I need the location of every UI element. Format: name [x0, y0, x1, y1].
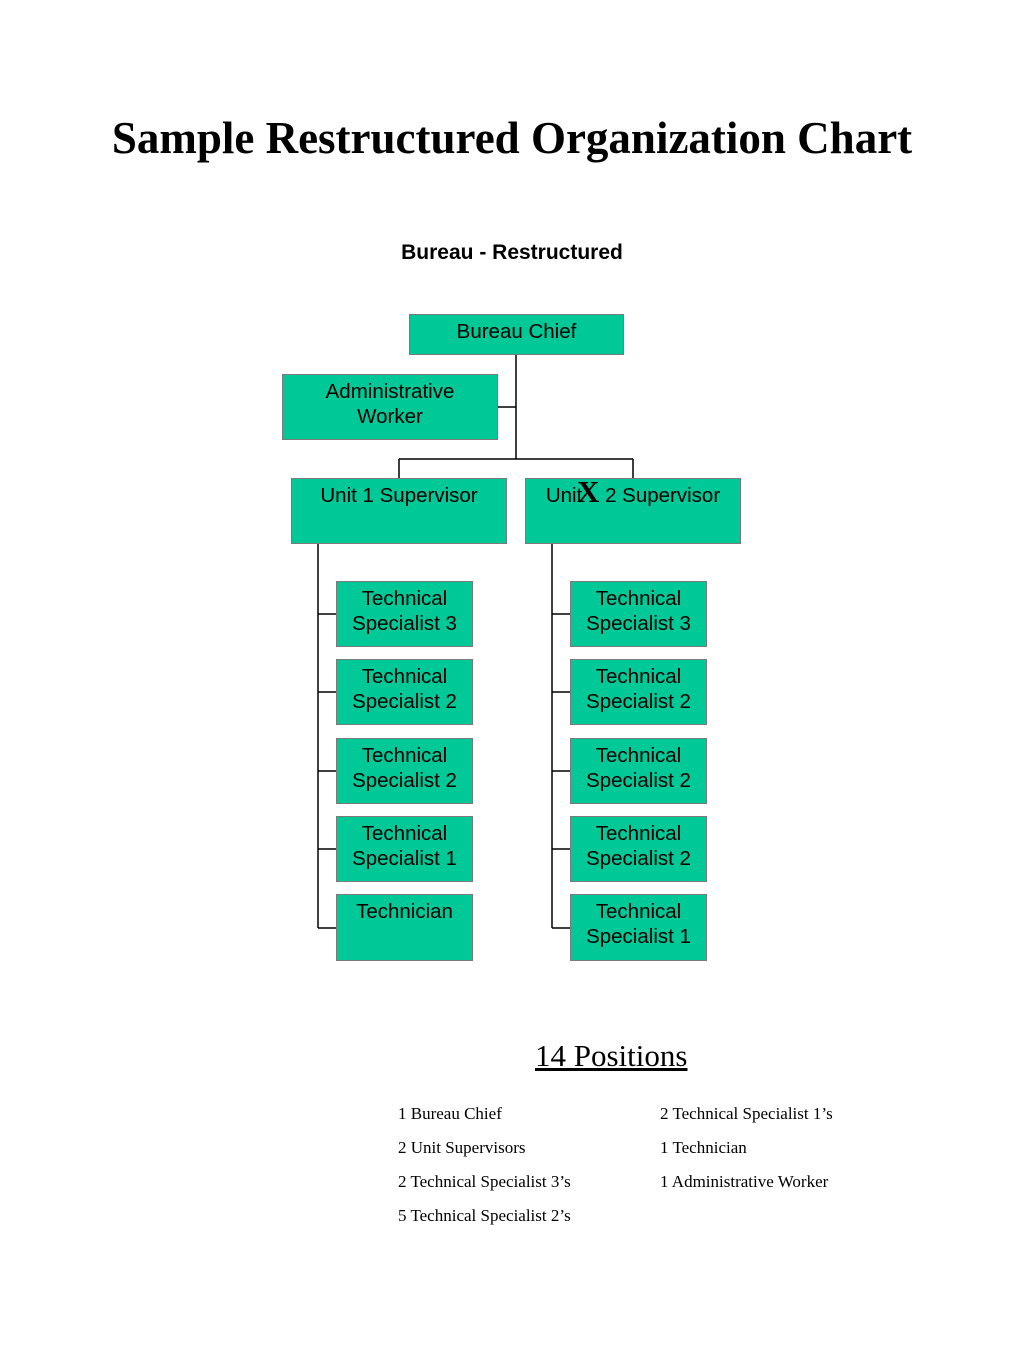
box-label: Bureau Chief: [456, 320, 577, 343]
box-unit-2-member: Technical Specialist 2: [570, 659, 707, 725]
positions-summary-title: 14 Positions: [535, 1038, 688, 1073]
box-label: Unit 1 Supervisor: [320, 484, 478, 507]
summary-item: 1 Administrative Worker: [660, 1172, 829, 1191]
annotation-x-mark: X: [577, 474, 600, 509]
box-unit-2-supervisor: Unit 2 Supervisor: [525, 478, 741, 544]
summary-item: 5 Technical Specialist 2’s: [398, 1206, 571, 1225]
box-unit-2-member: Technical Specialist 2: [570, 816, 707, 882]
box-label: Technical Specialist 2: [352, 744, 457, 792]
chart-title: Bureau - Restructured: [401, 241, 623, 264]
box-bureau-chief: Bureau Chief: [409, 314, 624, 355]
box-unit-1-member: Technical Specialist 2: [336, 659, 473, 725]
box-unit-1-supervisor: Unit 1 Supervisor: [291, 478, 507, 544]
box-label: Technical Specialist 2: [586, 822, 691, 870]
box-unit-1-member: Technical Specialist 1: [336, 816, 473, 882]
box-label: Technical Specialist 2: [352, 665, 457, 713]
box-unit-2-member: Technical Specialist 2: [570, 738, 707, 804]
summary-item: 1 Bureau Chief: [398, 1104, 502, 1123]
box-label: Administrative Worker: [325, 380, 455, 428]
box-unit-2-member: Technical Specialist 1: [570, 894, 707, 961]
box-label: Technician: [356, 900, 453, 923]
summary-item: 2 Unit Supervisors: [398, 1138, 526, 1157]
box-label: Technical Specialist 1: [352, 822, 457, 870]
box-unit-1-member: Technical Specialist 3: [336, 581, 473, 647]
box-label: Technical Specialist 1: [586, 900, 691, 948]
box-unit-2-member: Technical Specialist 3: [570, 581, 707, 647]
summary-item: 2 Technical Specialist 1’s: [660, 1104, 833, 1123]
box-label: Technical Specialist 3: [352, 587, 457, 635]
box-unit-1-member: Technical Specialist 2: [336, 738, 473, 804]
summary-item: 2 Technical Specialist 3’s: [398, 1172, 571, 1191]
box-unit-1-member: Technician: [336, 894, 473, 961]
box-administrative-worker: Administrative Worker: [282, 374, 498, 440]
box-label: Technical Specialist 2: [586, 665, 691, 713]
box-label: Technical Specialist 3: [586, 587, 691, 635]
box-label: Unit 2 Supervisor: [545, 484, 721, 507]
summary-item: 1 Technician: [660, 1138, 747, 1157]
page-title: Sample Restructured Organization Chart: [111, 113, 913, 163]
box-label: Technical Specialist 2: [586, 744, 691, 792]
